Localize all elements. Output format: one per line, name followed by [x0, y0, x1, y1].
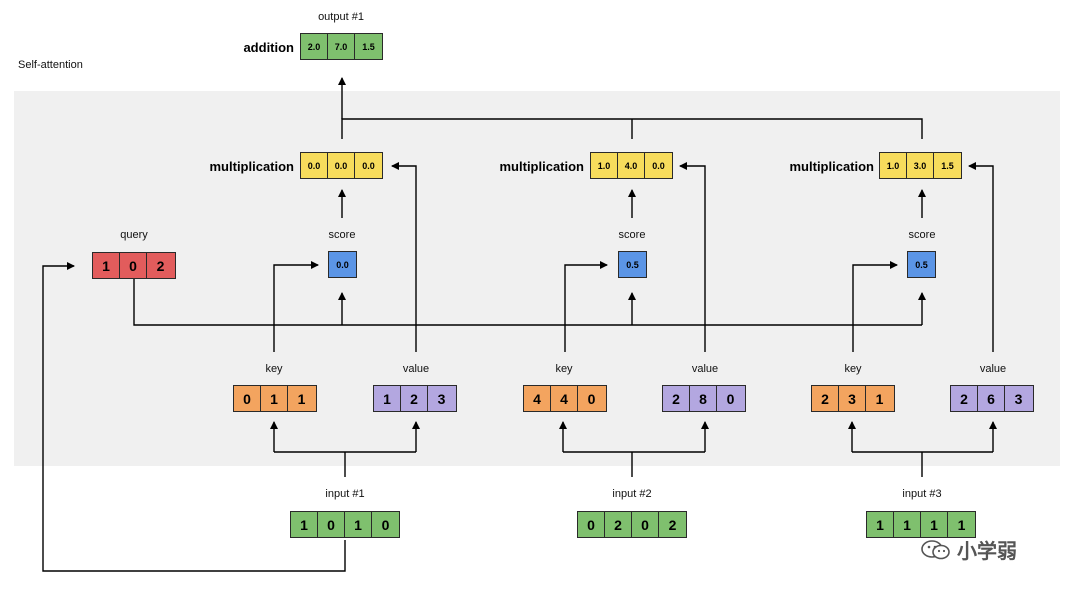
multiplication-label-1: multiplication: [209, 159, 295, 174]
key-label-2: key: [555, 363, 573, 375]
score-box-1: 0.0: [328, 251, 357, 278]
output-cell: 1.5: [362, 41, 375, 52]
value-vector-1: 1 2 3: [373, 385, 457, 412]
key-cell: 0: [587, 390, 596, 407]
value-cell: 3: [1014, 390, 1023, 407]
output-cell: 7.0: [328, 34, 355, 59]
input-cell: 1: [921, 512, 948, 537]
key-cell: 0: [234, 386, 261, 411]
value-cell: 1: [374, 386, 401, 411]
product-cell: 1.0: [880, 153, 907, 178]
value-label-3: value: [979, 363, 1007, 375]
multiplication-label-3: multiplication: [789, 159, 875, 174]
product-cell: 0.0: [301, 153, 328, 178]
watermark: 小学弱: [921, 535, 1017, 564]
value-cell: 6: [978, 386, 1005, 411]
value-cell: 2: [951, 386, 978, 411]
value-vector-2: 2 8 0: [662, 385, 746, 412]
score-cell: 0.5: [915, 259, 928, 270]
query-cell: 1: [93, 253, 120, 278]
product-vector-1: 0.0 0.0 0.0: [300, 152, 383, 179]
score-cell: 0.0: [336, 259, 349, 270]
section-label: Self-attention: [18, 59, 83, 71]
score-box-2: 0.5: [618, 251, 647, 278]
output-label: output #1: [318, 11, 364, 23]
query-cell: 2: [156, 257, 165, 274]
product-vector-3: 1.0 3.0 1.5: [879, 152, 962, 179]
value-cell: 2: [401, 386, 428, 411]
value-cell: 2: [663, 386, 690, 411]
product-cell: 3.0: [907, 153, 934, 178]
input-cell: 1: [345, 512, 372, 537]
product-cell: 0.0: [362, 160, 375, 171]
output-cell: 2.0: [301, 34, 328, 59]
product-cell: 1.5: [941, 160, 954, 171]
key-cell: 1: [875, 390, 884, 407]
query-label: query: [120, 229, 148, 241]
wechat-icon: [921, 539, 951, 561]
value-label-2: value: [691, 363, 719, 375]
product-cell: 0.0: [652, 160, 665, 171]
multiplication-label-2: multiplication: [499, 159, 585, 174]
key-cell: 4: [551, 386, 578, 411]
product-cell: 4.0: [618, 153, 645, 178]
input-vector-2: 0 2 0 2: [577, 511, 687, 538]
key-cell: 3: [839, 386, 866, 411]
key-cell: 1: [261, 386, 288, 411]
query-cell: 0: [120, 253, 147, 278]
input-cell: 0: [632, 512, 659, 537]
addition-label: addition: [243, 40, 294, 55]
product-cell: 1.0: [591, 153, 618, 178]
input-cell: 1: [894, 512, 921, 537]
input-cell: 2: [605, 512, 632, 537]
input-label-2: input #2: [612, 488, 652, 500]
value-cell: 0: [726, 390, 735, 407]
input-vector-3: 1 1 1 1: [866, 511, 976, 538]
product-vector-2: 1.0 4.0 0.0: [590, 152, 673, 179]
input-cell: 1: [291, 512, 318, 537]
input-cell: 2: [668, 516, 677, 533]
key-vector-1: 0 1 1: [233, 385, 317, 412]
key-cell: 1: [297, 390, 306, 407]
score-label-3: score: [908, 229, 936, 241]
value-label-1: value: [402, 363, 430, 375]
key-cell: 4: [524, 386, 551, 411]
key-vector-2: 4 4 0: [523, 385, 607, 412]
output-vector: 2.0 7.0 1.5: [300, 33, 383, 60]
score-box-3: 0.5: [907, 251, 936, 278]
input-cell: 1: [867, 512, 894, 537]
input-label-3: input #3: [902, 488, 942, 500]
key-cell: 2: [812, 386, 839, 411]
input-vector-1: 1 0 1 0: [290, 511, 400, 538]
input-label-1: input #1: [325, 488, 365, 500]
value-vector-3: 2 6 3: [950, 385, 1034, 412]
watermark-text: 小学弱: [957, 541, 1017, 563]
score-label-2: score: [618, 229, 646, 241]
key-label-3: key: [844, 363, 862, 375]
input-cell: 1: [957, 516, 966, 533]
score-label-1: score: [328, 229, 356, 241]
key-vector-3: 2 3 1: [811, 385, 895, 412]
query-vector: 1 0 2: [92, 252, 176, 279]
score-cell: 0.5: [626, 259, 639, 270]
key-label-1: key: [265, 363, 283, 375]
input-cell: 0: [381, 516, 390, 533]
input-cell: 0: [318, 512, 345, 537]
input-cell: 0: [578, 512, 605, 537]
value-cell: 3: [437, 390, 446, 407]
value-cell: 8: [690, 386, 717, 411]
product-cell: 0.0: [328, 153, 355, 178]
